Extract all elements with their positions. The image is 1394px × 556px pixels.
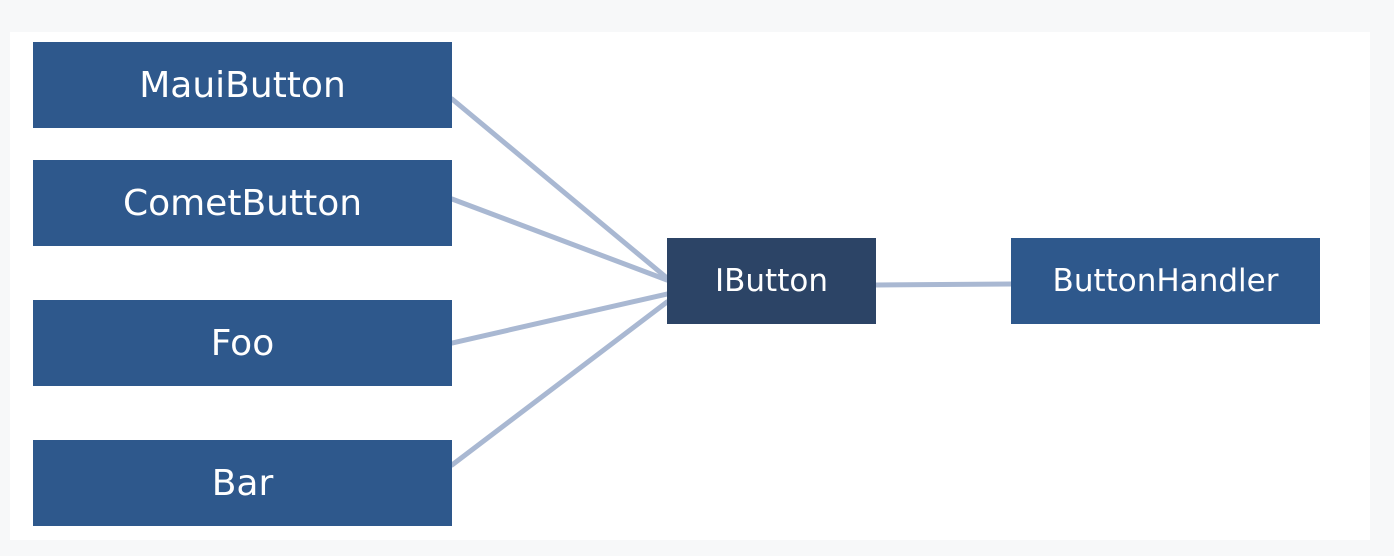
node-foo: Foo [33, 300, 452, 386]
node-buttonhandler: ButtonHandler [1011, 238, 1320, 324]
node-bar: Bar [33, 440, 452, 526]
node-label: CometButton [122, 182, 363, 224]
node-mauibutton: MauiButton [33, 42, 452, 128]
node-ibutton: IButton [667, 238, 876, 324]
node-label: ButtonHandler [1052, 263, 1279, 299]
node-label: IButton [715, 263, 828, 299]
node-label: Bar [211, 462, 274, 504]
node-label: Foo [210, 322, 275, 364]
node-cometbutton: CometButton [33, 160, 452, 246]
node-label: MauiButton [139, 64, 346, 106]
